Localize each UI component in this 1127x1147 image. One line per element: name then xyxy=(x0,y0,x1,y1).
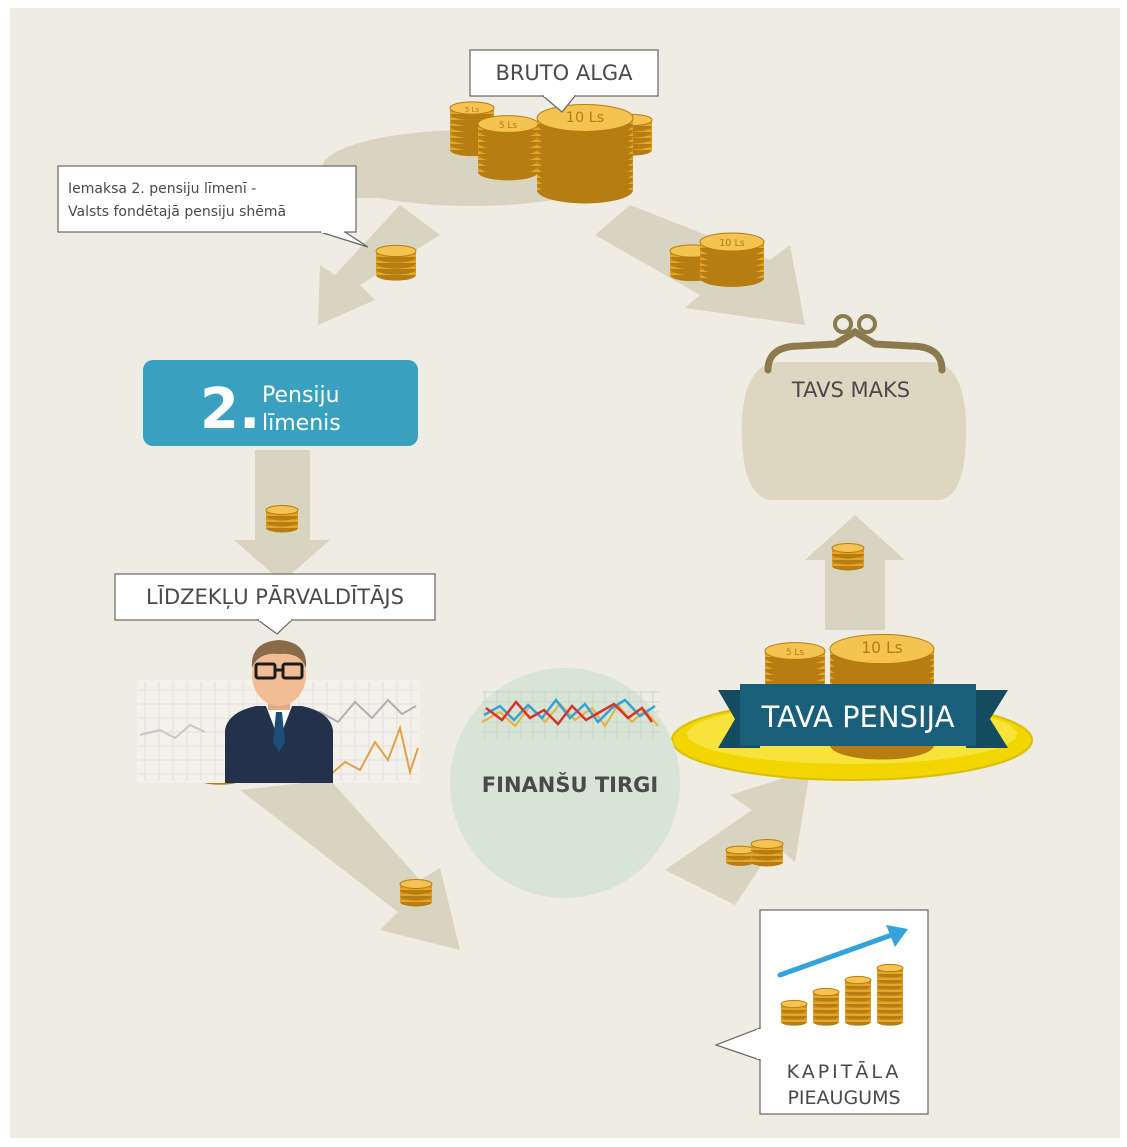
coin-stack xyxy=(831,543,865,571)
coin-top xyxy=(699,232,765,252)
manager-hair xyxy=(251,640,307,668)
pension-level-line1: Pensiju xyxy=(262,383,340,408)
coin-top xyxy=(831,543,865,553)
coin-stack xyxy=(375,244,417,281)
capital-growth-line1: KAPITĀLA xyxy=(787,1059,902,1083)
coin-top xyxy=(449,101,495,115)
gross-salary-label: BRUTO ALGA xyxy=(495,61,633,85)
capital-growth-line2: PIEAUGUMS xyxy=(787,1087,900,1109)
coin-top xyxy=(844,975,872,985)
coin-label: 10 Ls xyxy=(861,639,903,657)
banner-body xyxy=(740,684,976,746)
coin-label: 5 Ls xyxy=(786,648,805,658)
market-circle xyxy=(450,668,680,898)
wallet-clasp-left xyxy=(833,314,853,334)
manager-chart-line-orange xyxy=(329,724,419,776)
glasses-icon xyxy=(254,662,304,680)
coin-stack: 5 Ls xyxy=(477,115,539,181)
coin-top xyxy=(780,999,808,1009)
coin-label: 10 Ls xyxy=(719,238,745,249)
pension-label: TAVA PENSIJA xyxy=(761,700,955,734)
arrow-pension-to-wallet xyxy=(805,515,905,630)
coin-top xyxy=(265,505,299,515)
manager-tie xyxy=(273,712,285,752)
coin-stack xyxy=(876,963,904,1026)
manager-chart-line-gray xyxy=(299,698,417,724)
arrow-market-to-pension xyxy=(665,770,810,905)
market-label: FINANŠU TIRGI xyxy=(482,772,658,797)
capital-growth-box: KAPITĀLA PIEAUGUMS xyxy=(714,909,929,1115)
market-line-blue xyxy=(483,697,656,724)
coin-label: 5 Ls xyxy=(499,121,518,131)
coin-stack xyxy=(812,987,840,1026)
market-line-red xyxy=(485,700,654,726)
wallet-body xyxy=(741,362,967,500)
coin-label: 10 Ls xyxy=(566,110,604,126)
manager-label-box: LĪDZEKĻU PĀRVALDĪTĀJS xyxy=(114,573,436,635)
coin-stack xyxy=(750,839,784,867)
coin-top xyxy=(764,642,826,660)
coin-stack xyxy=(265,505,299,533)
banner-tail-right xyxy=(966,690,1008,748)
coin-top xyxy=(375,244,417,258)
coin-top xyxy=(750,839,784,849)
pension-banner: TAVA PENSIJA xyxy=(718,684,1008,748)
coin-top xyxy=(812,987,840,997)
coin-top xyxy=(399,879,433,889)
coin-stack xyxy=(725,845,755,866)
manager-face xyxy=(252,644,306,706)
coin-top xyxy=(829,633,935,665)
coin-stack xyxy=(844,975,872,1026)
pension-level-line2: līmenis xyxy=(262,411,341,436)
manager-chart-line-gray-left xyxy=(139,723,206,740)
wallet-label: TAVS MAKS xyxy=(791,378,910,402)
gross-salary-label-box: BRUTO ALGA xyxy=(469,49,659,113)
manager-label: LĪDZEKĻU PĀRVALDĪTĀJS xyxy=(146,585,404,609)
contribution-callout-line2: Valsts fondētajā pensiju shēmā xyxy=(68,204,286,220)
wallet-clasp-right xyxy=(857,314,877,334)
pension-level-number: 2. xyxy=(200,377,260,442)
coin-top xyxy=(876,963,904,973)
coin-stack: 10 Ls xyxy=(536,104,634,204)
market-line-orange xyxy=(481,702,659,728)
financial-market: FINANŠU TIRGI xyxy=(450,668,680,898)
manager-scene xyxy=(137,640,420,783)
coin-stack xyxy=(780,999,808,1026)
contribution-callout: Iemaksa 2. pensiju līmenī - Valsts fondē… xyxy=(57,165,369,248)
growth-arrow-icon xyxy=(777,925,908,978)
coin-label: 5 Ls xyxy=(465,106,480,114)
pension-level-box: 2. Pensiju līmenis xyxy=(143,360,418,446)
manager-avatar xyxy=(225,640,333,783)
coin-stack: 10 Ls xyxy=(699,232,765,287)
coin-stack xyxy=(399,879,433,907)
growth-coin-stacks xyxy=(780,963,904,1026)
coin-top xyxy=(725,845,755,855)
wallet-frame xyxy=(764,327,946,374)
contribution-callout-line1: Iemaksa 2. pensiju līmenī - xyxy=(68,181,256,197)
wallet: TAVS MAKS xyxy=(741,314,967,500)
arrow-manager-to-market xyxy=(240,780,460,950)
